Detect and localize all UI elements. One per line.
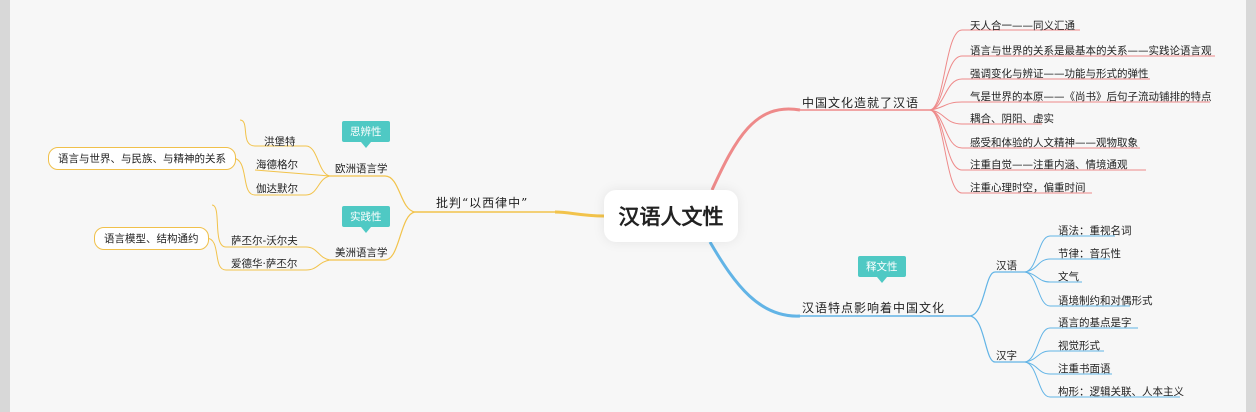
- node-top-7[interactable]: 注重自觉——注重内涵、情境通观: [970, 159, 1128, 171]
- right-edge-bar: [1246, 0, 1256, 412]
- tag-explanatory[interactable]: 释文性: [858, 256, 906, 283]
- node-hanzi-4[interactable]: 构形：逻辑关联、人本主义: [1058, 386, 1184, 398]
- node-european-linguistics[interactable]: 欧洲语言学: [335, 163, 388, 175]
- branch-critique-western[interactable]: 批判“以西律中”: [436, 196, 529, 210]
- connector-root-left: [554, 210, 605, 218]
- node-heidegger[interactable]: 海德格尔: [256, 159, 298, 171]
- node-hanyu-2[interactable]: 节律：音乐性: [1058, 248, 1121, 260]
- connector-america: [330, 211, 416, 261]
- connector-hanyu-3: [1024, 271, 1082, 283]
- node-top-2[interactable]: 语言与世界的关系是最基本的关系——实践论语言观: [970, 45, 1212, 57]
- node-top-3[interactable]: 强调变化与辨证——功能与形式的弹性: [970, 68, 1149, 80]
- tag-practical[interactable]: 实践性: [342, 206, 390, 233]
- node-top-4[interactable]: 气是世界的本原——《尚书》后句子流动铺排的特点: [970, 91, 1212, 103]
- node-top-1[interactable]: 天人合一——同义汇通: [970, 20, 1075, 32]
- node-humboldt[interactable]: 洪堡特: [264, 136, 296, 148]
- connector-person-3: [255, 175, 331, 196]
- bracket-europe-bottom: [231, 157, 256, 196]
- node-hanzi-2[interactable]: 视觉形式: [1058, 340, 1100, 352]
- connector-person-4: [226, 246, 331, 261]
- branch-culture-shapes-chinese[interactable]: 中国文化造就了汉语: [802, 96, 920, 110]
- branch-chinese-affects-culture[interactable]: 汉语特点影响着中国文化: [802, 301, 946, 315]
- connector-hanyu-1: [1024, 235, 1115, 273]
- node-hanyu-1[interactable]: 语法：重视名词: [1058, 225, 1132, 237]
- bracket-america-bottom: [205, 237, 227, 271]
- connector-person-5: [226, 259, 331, 271]
- node-top-8[interactable]: 注重心理时空，偏重时间: [970, 182, 1086, 194]
- node-top-6[interactable]: 感受和体验的人文精神——观物取象: [970, 137, 1138, 149]
- connector-top-8: [929, 109, 1092, 194]
- note-language-world-nation[interactable]: 语言与世界、与民族、与精神的关系: [48, 147, 236, 170]
- node-hanzi-1[interactable]: 语言的基点是字: [1058, 317, 1132, 329]
- root-node[interactable]: 汉语人文性: [604, 190, 738, 242]
- connector-top-5: [929, 109, 1042, 125]
- node-top-5[interactable]: 耦合、阴阳、虚实: [970, 113, 1054, 125]
- connector-top-1: [929, 29, 1080, 111]
- connector-top-4: [929, 101, 1210, 111]
- connector-hanzi: [969, 315, 1025, 363]
- bracket-america-top: [211, 204, 227, 248]
- note-language-model[interactable]: 语言模型、结构通约: [94, 227, 209, 250]
- connector-hanyu: [969, 271, 1025, 317]
- connector-hanyu-2: [1024, 258, 1110, 273]
- connector-hanyu-4: [1024, 271, 1130, 307]
- connector-hanzi-4: [1024, 361, 1180, 398]
- connector-top-2: [929, 55, 1215, 111]
- connector-root-top: [710, 107, 801, 191]
- node-edward-sapir[interactable]: 爱德华·萨丕尔: [231, 258, 298, 270]
- node-hanyu-4[interactable]: 语境制约和对偶形式: [1058, 295, 1153, 307]
- connector-hanzi-3: [1024, 361, 1112, 375]
- connector-person-2: [254, 169, 331, 177]
- connector-hanzi-2: [1024, 350, 1104, 363]
- node-hanyu-3[interactable]: 文气: [1058, 271, 1079, 283]
- node-gadamer[interactable]: 伽达默尔: [256, 183, 298, 195]
- node-hanyu[interactable]: 汉语: [996, 260, 1017, 272]
- connector-root-bottom: [708, 241, 801, 318]
- connector-person-1: [255, 145, 331, 177]
- connector-top-3: [929, 78, 1150, 111]
- node-american-linguistics[interactable]: 美洲语言学: [335, 247, 388, 259]
- left-edge-bar: [0, 0, 10, 412]
- bracket-europe-top: [239, 119, 256, 147]
- node-sapir-whorf[interactable]: 萨丕尔-沃尔夫: [231, 235, 298, 247]
- tag-speculative[interactable]: 思辨性: [342, 121, 390, 148]
- node-hanzi-3[interactable]: 注重书面语: [1058, 363, 1111, 375]
- connector-top-6: [929, 109, 1140, 149]
- node-hanzi[interactable]: 汉字: [996, 350, 1017, 362]
- connector-europe: [330, 175, 416, 213]
- connector-hanzi-1: [1024, 327, 1138, 363]
